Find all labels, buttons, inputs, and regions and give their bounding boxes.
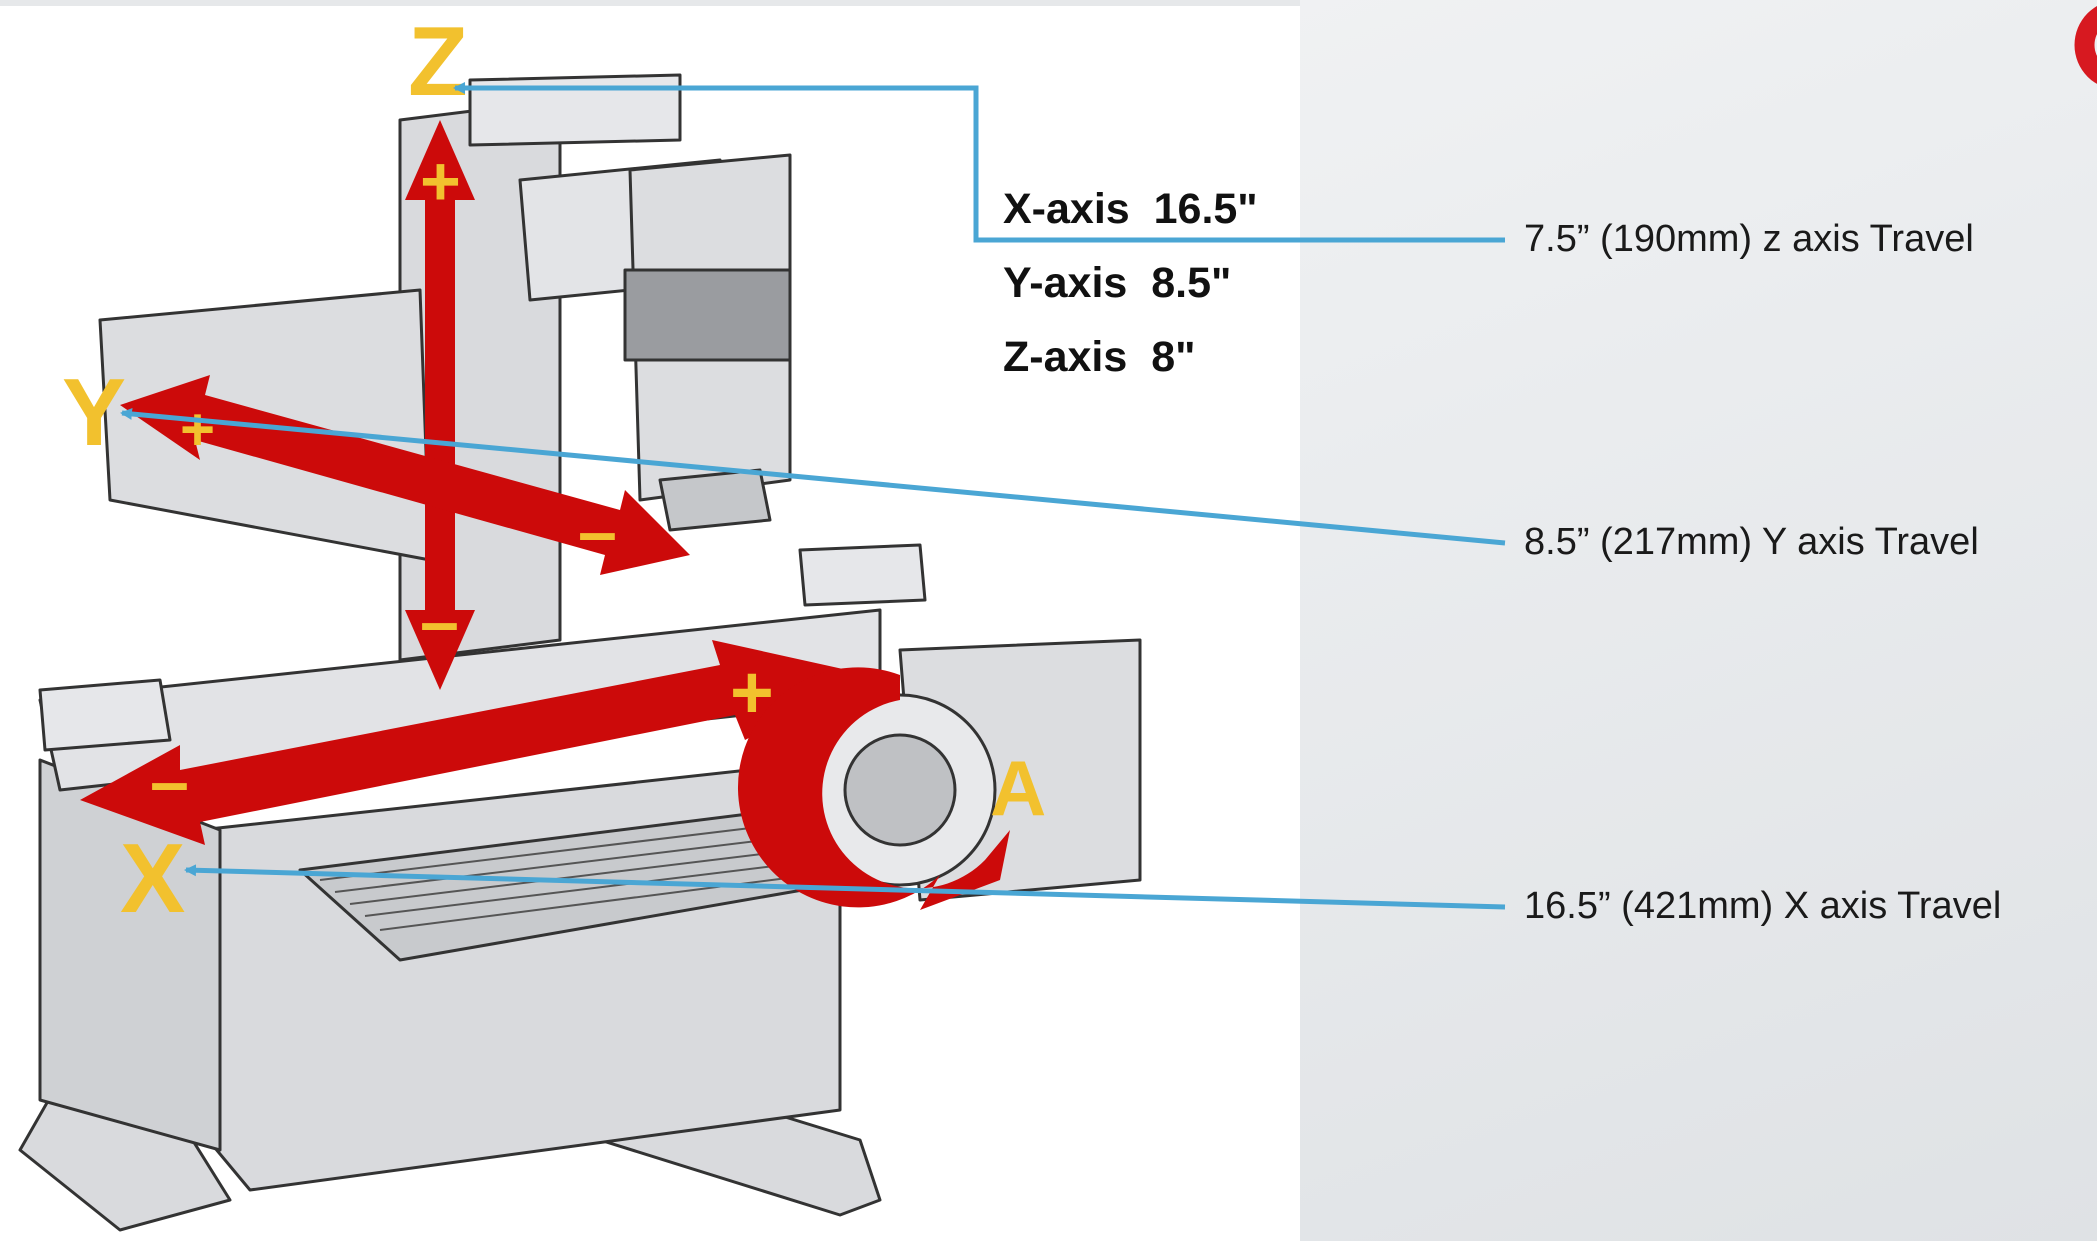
left-box (38, 678, 172, 752)
y-travel-callout: 8.5” (217mm) Y axis Travel (1524, 521, 1979, 563)
z-minus-sign: – (420, 582, 459, 660)
spindle-fins (623, 268, 792, 362)
x-travel-callout: 16.5” (421mm) X axis Travel (1524, 885, 2002, 927)
y-axis-letter: Y (62, 359, 126, 466)
y-leader-line (120, 407, 1506, 546)
table-slots (319, 821, 851, 931)
z-axis-arrow (405, 120, 475, 690)
spec-list: X-axis 16.5" Y-axis 8.5" Z-axis 8" (1003, 172, 1303, 394)
axis-signs: + – + – + – (150, 142, 774, 820)
z-leader-line (453, 82, 1505, 243)
leader-lines (120, 82, 1506, 910)
x-leader-line (184, 864, 1506, 910)
x-axis-arrow (80, 640, 870, 845)
brand-logo-icon (2074, 6, 2097, 84)
z-plus-sign: + (420, 142, 461, 220)
y-minus-sign: – (578, 492, 617, 570)
spec-z: Z-axis 8" (1003, 333, 1196, 381)
cnc-machine-drawing (18, 73, 1142, 1232)
a-axis-letter: A (990, 744, 1046, 832)
a-axis-rotation-arrow (737, 667, 1010, 910)
right-box (798, 543, 927, 607)
x-axis-letter: X (120, 823, 185, 933)
spindle-nose (658, 468, 772, 532)
spec-x: X-axis 16.5" (1003, 185, 1258, 233)
spec-y: Y-axis 8.5" (1003, 259, 1232, 307)
z-axis-letter: Z (408, 6, 468, 116)
z-travel-callout: 7.5” (190mm) z axis Travel (1524, 218, 1974, 260)
x-plus-sign: + (730, 650, 774, 734)
top-bar (0, 0, 1300, 6)
y-plus-sign: + (180, 396, 215, 463)
x-minus-sign: – (150, 742, 189, 820)
axis-letters: Z Y X A (62, 6, 1046, 933)
z-motor-box (468, 73, 682, 147)
